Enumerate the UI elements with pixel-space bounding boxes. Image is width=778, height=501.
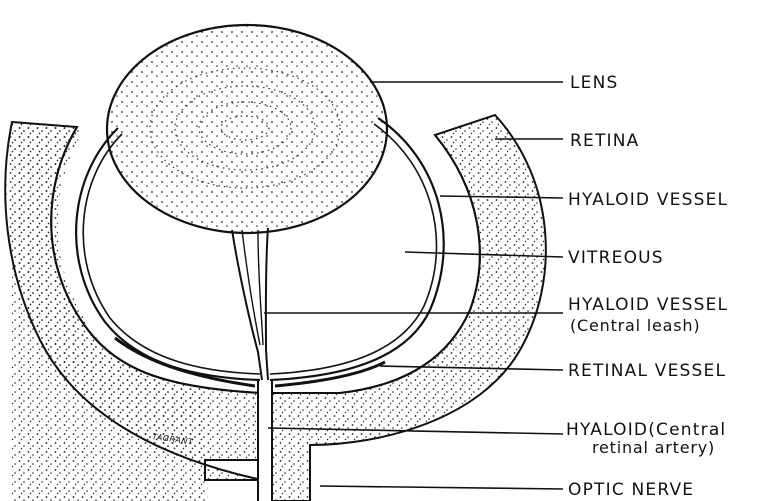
label-central-retinal-artery: retinal artery) [592,438,715,457]
central-artery-fill [259,381,271,501]
label-lens: LENS [570,73,619,93]
leader-hyaloid-vessel [440,196,563,198]
label-hyaloid-central: HYALOID(Central [566,420,726,440]
label-retinal-vessel: RETINAL VESSEL [568,361,726,381]
label-central-leash: (Central leash) [570,316,700,335]
label-retina: RETINA [570,131,640,151]
lens [107,25,387,233]
leader-optic-nerve [320,486,563,489]
label-hyaloid-vessel: HYALOID VESSEL [568,190,728,210]
label-vitreous: VITREOUS [568,248,664,268]
label-hyaloid-vessel-leash: HYALOID VESSEL [568,295,728,315]
label-optic-nerve: OPTIC NERVE [568,480,694,500]
